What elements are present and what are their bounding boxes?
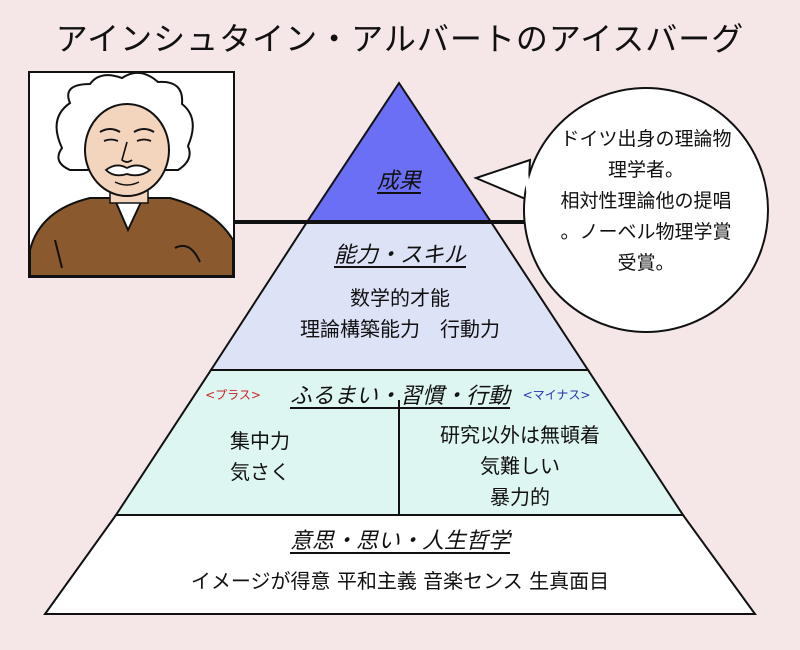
speech-bubble-line: 受賞。 (617, 252, 675, 274)
skills-text: 数学的才能 理論構築能力 行動力 (260, 283, 540, 345)
plus-line: 気さく (230, 460, 290, 484)
result-label: 成果 (376, 169, 421, 194)
speech-bubble-line: 。ノーベル物理学賞 (560, 221, 732, 243)
minus-line: 研究以外は無頓着 (440, 423, 600, 447)
plus-line: 集中力 (230, 429, 290, 453)
minus-line: 気難しい (480, 454, 560, 478)
speech-bubble-line: 相対性理論他の提唱 (560, 190, 732, 212)
skills-line: 理論構築能力 行動力 (300, 317, 500, 341)
minus-line: 暴力的 (490, 485, 550, 509)
speech-bubble-text: ドイツ出身の理論物 理学者。 相対性理論他の提唱 。ノーベル物理学賞 受賞。 (546, 124, 746, 279)
speech-bubble-line: 理学者。 (607, 159, 684, 181)
page-title: アインシュタイン・アルバートのアイスバーグ (55, 20, 745, 58)
plus-text: 集中力 気さく (200, 426, 320, 488)
minus-tag: <マイナス> (522, 388, 591, 402)
einstein-portrait (28, 71, 235, 278)
speech-bubble-shape (473, 87, 769, 333)
minus-text: 研究以外は無頓着 気難しい 暴力的 (410, 420, 630, 513)
skills-label: 能力・スキル (333, 243, 466, 268)
skills-line: 数学的才能 (350, 286, 450, 310)
layer-result-shape (305, 81, 493, 223)
values-text: イメージが得意 平和主義 音楽センス 生真面目 (190, 569, 610, 593)
speech-bubble-line: ドイツ出身の理論物 (560, 128, 732, 150)
values-label: 意思・思い・人生哲学 (289, 529, 510, 554)
behavior-label: ふるまい・習慣・行動 (289, 384, 510, 409)
plus-tag: <プラス> (205, 388, 261, 402)
